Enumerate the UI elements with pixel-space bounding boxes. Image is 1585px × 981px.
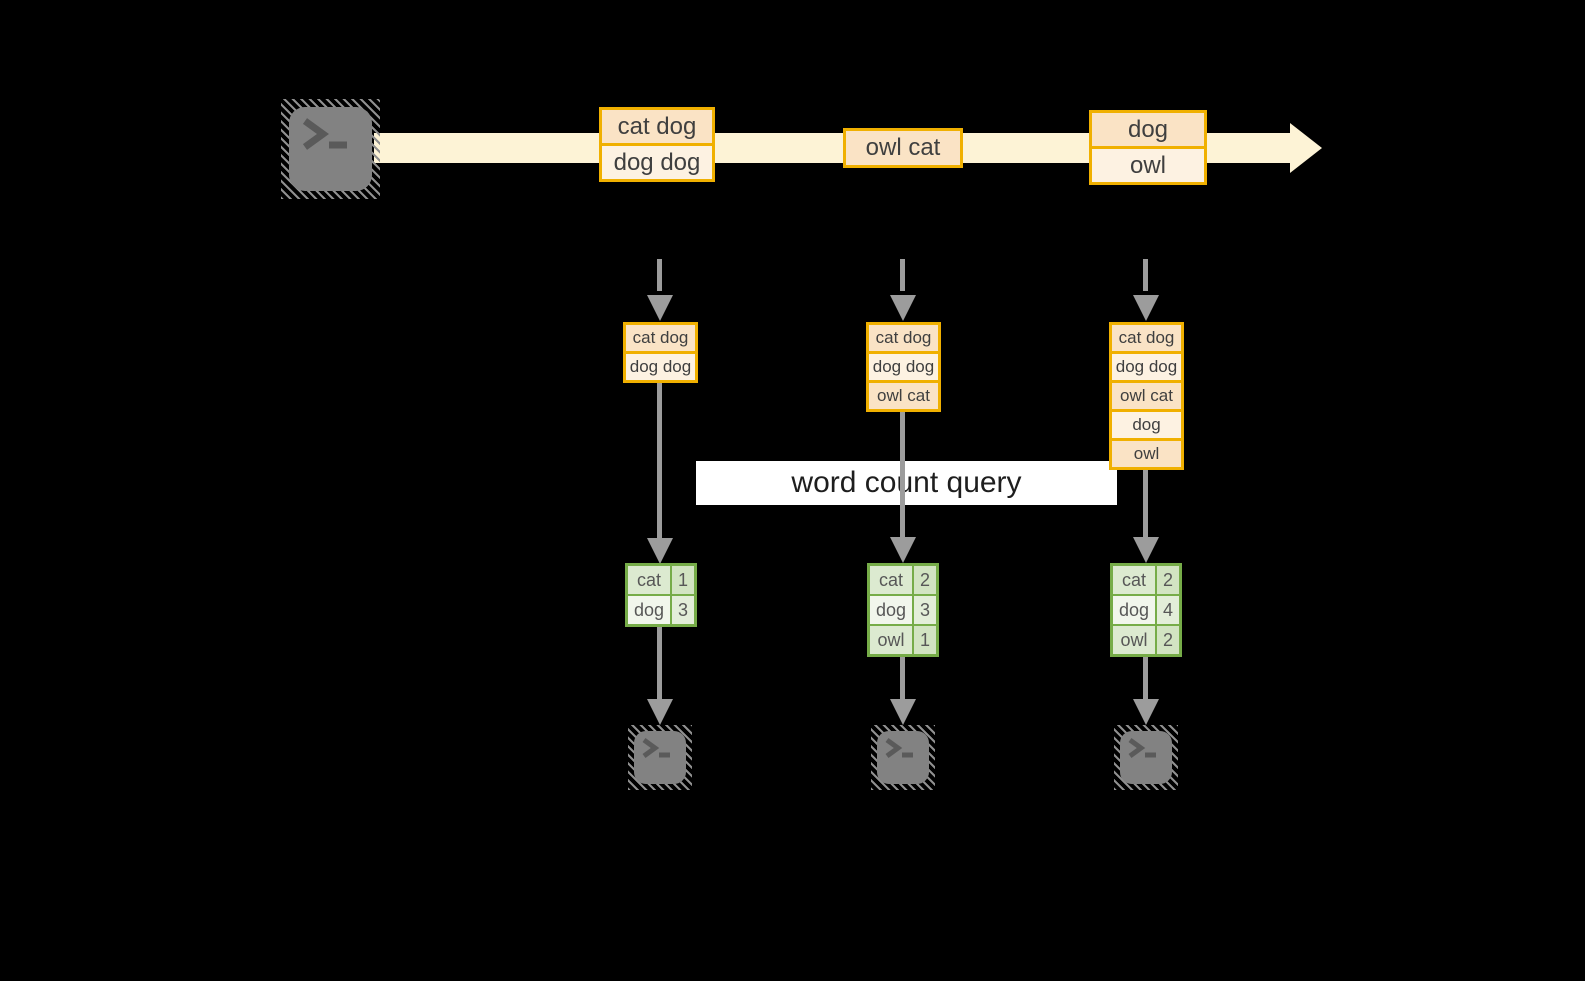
count-word: dog (628, 596, 670, 624)
arrow-line (657, 383, 662, 540)
count-word: cat (870, 566, 912, 594)
count-value: 4 (1157, 596, 1179, 624)
arrow-head (1133, 537, 1159, 563)
count-word: dog (870, 596, 912, 624)
dashed-arrow-line (657, 259, 662, 291)
count-value: 1 (672, 566, 694, 594)
count-table-2: cat 2 dog 3 owl 1 (867, 563, 939, 657)
buffer-stack-2: cat dog dog dog owl cat (866, 322, 941, 412)
dashed-arrow-line (1143, 259, 1148, 291)
sink-terminal-icon-3 (1114, 725, 1178, 790)
arrow-head (1133, 699, 1159, 725)
count-value: 3 (914, 596, 936, 624)
buffer-item: dog dog (866, 351, 941, 383)
arrow-line (900, 412, 905, 539)
buffer-item: dog dog (623, 351, 698, 383)
dashed-arrow-head (1133, 295, 1159, 321)
buffer-stack-1: cat dog dog dog (623, 322, 698, 383)
stream-item: dog (1089, 110, 1207, 149)
query-label: word count query (696, 461, 1117, 505)
buffer-item: dog (1109, 409, 1184, 441)
count-word: owl (870, 626, 912, 654)
arrow-line (900, 657, 905, 701)
stream-item: owl cat (843, 128, 963, 168)
terminal-icon (634, 731, 686, 784)
terminal-icon (877, 731, 929, 784)
stream-item: cat dog (599, 107, 715, 146)
sink-terminal-icon-2 (871, 725, 935, 790)
dashed-arrow-head (647, 295, 673, 321)
count-word: cat (1113, 566, 1155, 594)
stream-batch-3: dog owl (1089, 110, 1207, 185)
sink-terminal-icon-1 (628, 725, 692, 790)
count-word: dog (1113, 596, 1155, 624)
terminal-icon (289, 107, 372, 191)
count-table-1: cat 1 dog 3 (625, 563, 697, 627)
count-value: 2 (1157, 626, 1179, 654)
dashed-arrow-line (900, 259, 905, 291)
arrow-line (1143, 657, 1148, 701)
count-table-3: cat 2 dog 4 owl 2 (1110, 563, 1182, 657)
arrow-head (890, 699, 916, 725)
terminal-icon (1120, 731, 1172, 784)
buffer-item: owl (1109, 438, 1184, 470)
arrow-line (657, 627, 662, 701)
buffer-item: dog dog (1109, 351, 1184, 383)
count-value: 2 (914, 566, 936, 594)
stream-batch-1: cat dog dog dog (599, 107, 715, 182)
buffer-item: cat dog (866, 322, 941, 354)
source-terminal-icon (281, 99, 380, 199)
buffer-item: cat dog (623, 322, 698, 354)
stream-batch-2: owl cat (843, 128, 963, 168)
arrow-head (647, 699, 673, 725)
count-value: 1 (914, 626, 936, 654)
stream-item: dog dog (599, 143, 715, 182)
count-value: 3 (672, 596, 694, 624)
arrow-line (1143, 470, 1148, 539)
arrow-head (647, 538, 673, 564)
buffer-item: owl cat (1109, 380, 1184, 412)
arrow-head (890, 537, 916, 563)
count-word: owl (1113, 626, 1155, 654)
buffer-item: cat dog (1109, 322, 1184, 354)
count-word: cat (628, 566, 670, 594)
buffer-stack-3: cat dog dog dog owl cat dog owl (1109, 322, 1184, 470)
buffer-item: owl cat (866, 380, 941, 412)
count-value: 2 (1157, 566, 1179, 594)
dashed-arrow-head (890, 295, 916, 321)
stream-arrowhead (1290, 123, 1322, 173)
stream-item: owl (1089, 146, 1207, 185)
